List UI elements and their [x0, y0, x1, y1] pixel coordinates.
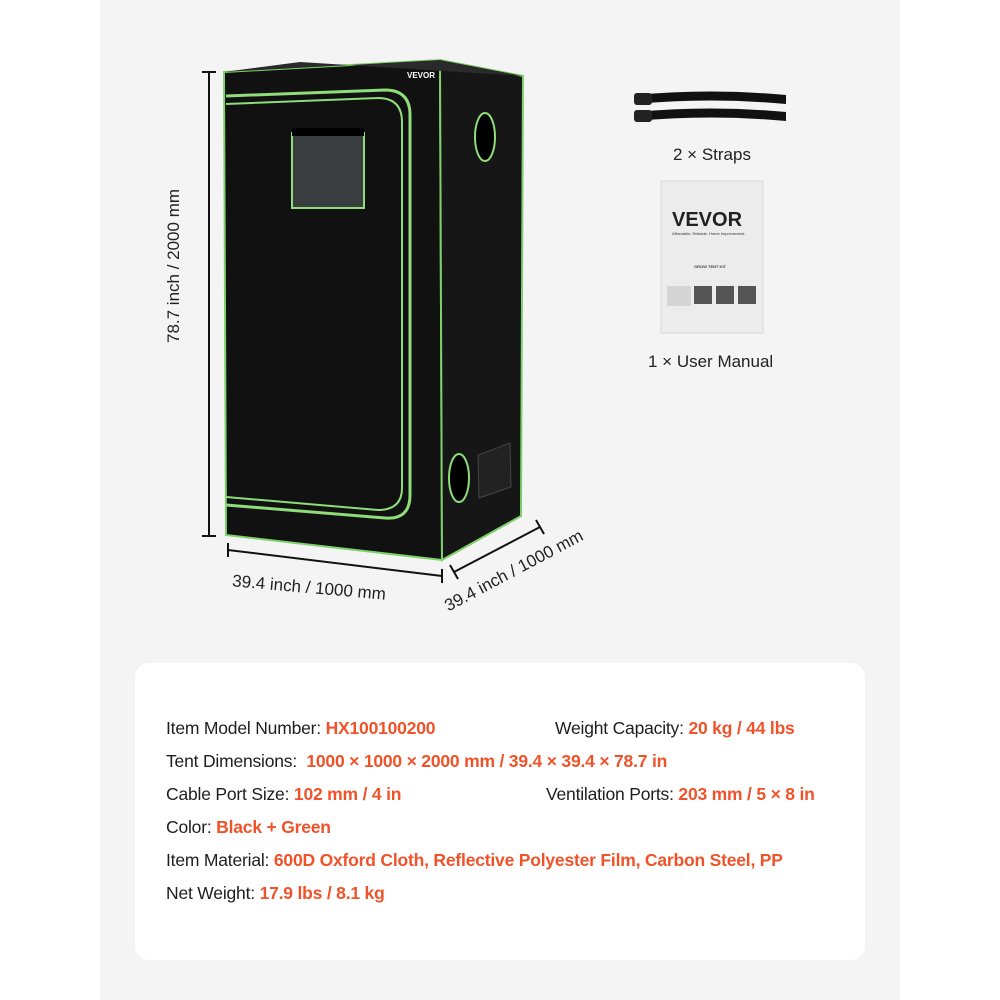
spec-ventilation: Ventilation Ports: 203 mm / 5 × 8 in [546, 784, 815, 804]
manual-label: 1 × User Manual [648, 352, 774, 371]
dimension-lines [202, 71, 545, 583]
spec-net-weight: Net Weight: 17.9 lbs / 8.1 kg [166, 883, 385, 903]
spec-capacity: Weight Capacity: 20 kg / 44 lbs [555, 718, 795, 738]
svg-text:Affordable, Reliable, Home Imp: Affordable, Reliable, Home Improvement. [672, 231, 745, 236]
product-illustration: VEVOR VEVOR Affordable, Reliable, Home I… [202, 58, 786, 583]
vent-port-bottom [448, 453, 470, 503]
depth-line [453, 526, 541, 573]
spec-cable-port: Cable Port Size: 102 mm / 4 in [166, 784, 402, 804]
tent-top [224, 60, 523, 76]
viewing-window [291, 132, 365, 209]
spec-model: Item Model Number: HX100100200 [166, 718, 436, 738]
spec-color: Color: Black + Green [166, 817, 331, 837]
svg-text:GROW TENT KIT: GROW TENT KIT [694, 264, 727, 269]
vent-port-top [474, 112, 496, 162]
tent-logo: VEVOR [407, 71, 435, 80]
user-manual: VEVOR Affordable, Reliable, Home Improve… [660, 180, 764, 334]
qr-code-1 [694, 286, 712, 304]
vent-window [477, 442, 512, 499]
width-line [227, 549, 443, 577]
tent-side-face [438, 58, 525, 562]
grow-tent: VEVOR [222, 58, 525, 562]
qr-code-2 [716, 286, 734, 304]
svg-text:VEVOR: VEVOR [672, 209, 743, 231]
straps [634, 91, 786, 122]
window-flap [292, 128, 364, 136]
zipper-trim-outer [225, 88, 412, 520]
spec-card: Item Model Number: HX100100200 Weight Ca… [135, 663, 865, 960]
straps-label: 2 × Straps [673, 145, 751, 164]
spec-dimensions: Tent Dimensions: 1000 × 1000 × 2000 mm /… [166, 751, 668, 771]
spec-material: Item Material: 600D Oxford Cloth, Reflec… [166, 850, 783, 870]
zipper-trim-inner [225, 96, 403, 512]
height-label: 78.7 inch / 2000 mm [164, 188, 184, 344]
qr-code-3 [738, 286, 756, 304]
